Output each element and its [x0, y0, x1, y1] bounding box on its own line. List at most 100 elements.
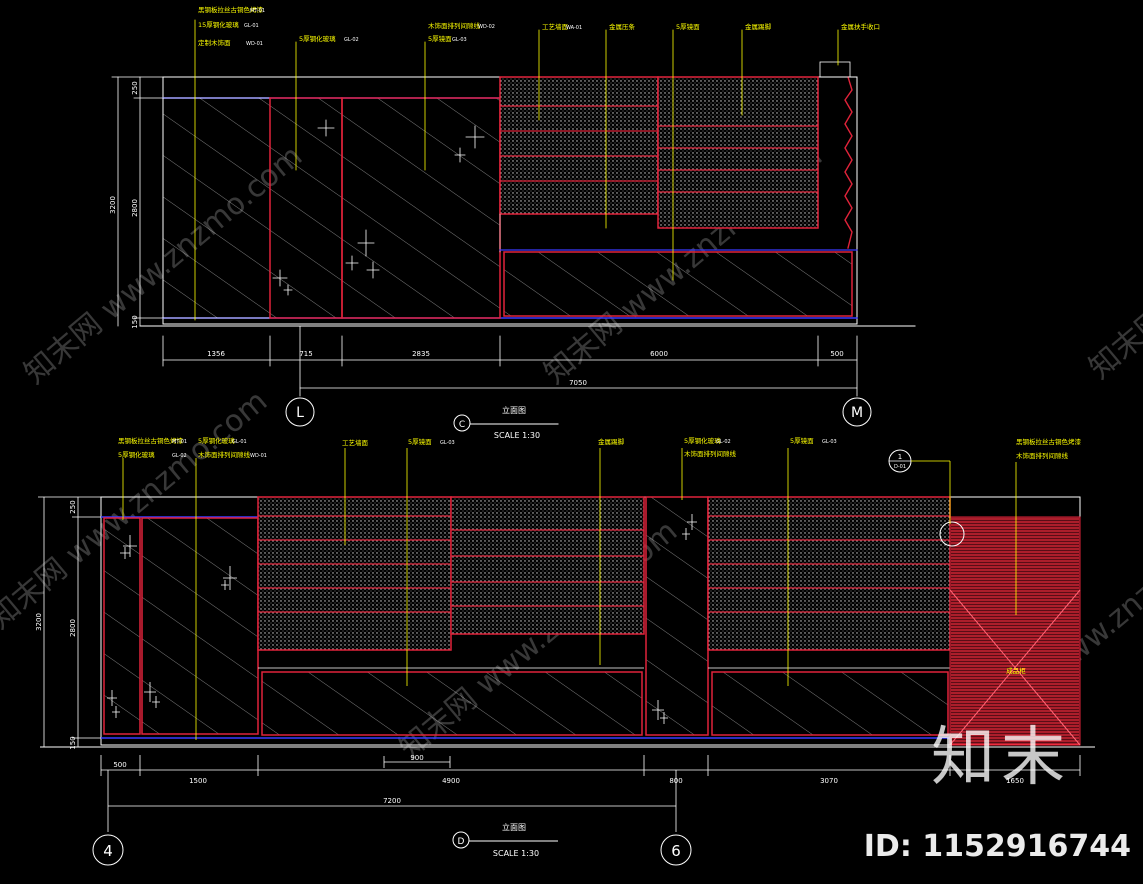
elev-c-wall-edge — [844, 76, 853, 249]
watermark-brand: 知末 — [931, 721, 1071, 795]
elev-d-scale: SCALE 1:30 — [493, 849, 539, 858]
callout-d-6: 5厚镜面 — [408, 437, 432, 446]
dim-d-overall: 7200 — [383, 797, 401, 805]
tag-d-1: MT-01 — [172, 439, 187, 445]
callout-d-11: 黑钢板拉丝古铜色烤漆 — [1016, 437, 1082, 446]
callout-d-1: 黑钢板拉丝古铜色烤漆 — [118, 436, 184, 445]
elev-d-glass-2 — [141, 517, 259, 735]
elev-d-leaders — [122, 448, 1017, 740]
elev-d-sparkles — [107, 514, 697, 724]
elev-c-door — [269, 97, 343, 319]
elev-c-craft-wall-right — [657, 76, 819, 229]
callout-c-9: 5厚镜面 — [676, 22, 700, 31]
vdim-d-total: 3200 — [35, 613, 43, 631]
callout-d-3: 5厚钢化玻璃 — [198, 436, 235, 445]
elev-d-craft-wall-mid — [450, 496, 645, 635]
elev-c-scale: SCALE 1:30 — [494, 431, 540, 440]
elev-d-craft-wall-right — [707, 496, 951, 651]
elev-c-lower-cabinet — [503, 251, 853, 317]
elev-c-leaders — [194, 19, 839, 321]
grid-bubble-4 — [92, 834, 124, 866]
grid-bubble-l — [285, 397, 315, 427]
vdim-d-1: 250 — [69, 500, 77, 513]
vdim-c-1: 250 — [131, 81, 139, 94]
elev-c-callout-tags: MT-01 GL-01 WD-01 GL-02 WD-02 GL-03 WA-0… — [244, 8, 582, 47]
grid-label-l: L — [296, 405, 304, 421]
elev-d-craft-wall-left — [257, 496, 452, 651]
elev-d-strips — [258, 515, 950, 613]
watermark-id: ID: 1152916744 — [863, 829, 1131, 864]
dim-d-6: 1650 — [1006, 777, 1024, 785]
vdim-c-2: 2800 — [131, 199, 139, 217]
callout-d-10: 5厚镜面 — [790, 436, 814, 445]
tag-c-1: MT-01 — [250, 8, 265, 14]
elevation-d — [38, 448, 1095, 866]
dim-d-2: 1500 — [189, 777, 207, 785]
elev-d-title-bubble — [452, 831, 470, 849]
elev-c-craft-wall-left — [499, 76, 659, 215]
detail-callout-circle — [939, 521, 965, 547]
callout-c-3: 定制木饰面 — [198, 38, 231, 47]
elev-c-labels: L M C 立面图 SCALE 1:30 — [296, 405, 863, 440]
grid-label-m: M — [851, 405, 863, 421]
dim-c-5: 500 — [830, 350, 843, 358]
callout-c-10: 金属踢脚 — [745, 22, 772, 31]
callout-c-1: 黑钢板拉丝古铜色烤漆 — [198, 5, 264, 14]
elev-d-title-letter: D — [458, 837, 465, 847]
elev-c-glass-2 — [341, 97, 501, 319]
elev-c-title: 立面图 — [502, 405, 526, 415]
callout-d-12: 木饰面排列间隙线 — [1016, 451, 1069, 460]
elev-c-strips — [499, 105, 819, 193]
tag-d-3: GL-01 — [232, 439, 247, 445]
tag-d-8: GL-02 — [716, 439, 731, 445]
tag-d-4: WD-01 — [250, 453, 267, 459]
callout-d-2: 5厚钢化玻璃 — [118, 450, 155, 459]
dim-d-sub: 900 — [410, 754, 423, 762]
dim-d-3: 4900 — [442, 777, 460, 785]
elev-d-lower-cabinet-2 — [711, 671, 949, 736]
callout-c-5: 木饰面排列间隙线 — [428, 21, 481, 30]
grid-bubble-m — [842, 397, 872, 427]
tag-c-6: GL-03 — [452, 37, 467, 43]
watermark-diagonal-6: 知末网 www.znzmo.com — [1083, 134, 1143, 386]
callout-c-7: 工艺墙面 — [542, 22, 569, 31]
dim-d-5: 3070 — [820, 777, 838, 785]
elev-c-glass-1 — [162, 97, 271, 319]
elev-c-sparkles — [272, 119, 485, 296]
tag-c-4: GL-02 — [344, 37, 359, 43]
callout-c-11: 金属扶手收口 — [841, 22, 880, 31]
elev-d-callout-texts: 黑钢板拉丝古铜色烤漆 5厚钢化玻璃 5厚钢化玻璃 木饰面排列间隙线 工艺墙面 5… — [118, 436, 1082, 460]
elev-d-title: 立面图 — [502, 822, 526, 832]
elev-c-callout-texts: 黑钢板拉丝古铜色烤漆 15厚钢化玻璃 定制木饰面 5厚钢化玻璃 木饰面排列间隙线… — [198, 5, 880, 47]
callout-c-4: 5厚钢化玻璃 — [299, 34, 336, 43]
elev-d-dims-text: 500 1500 4900 800 3070 1650 900 7200 — [113, 754, 1024, 805]
callout-c-6: 5厚镜面 — [428, 34, 452, 43]
tag-c-5: WD-02 — [478, 24, 495, 30]
tag-d-10: GL-03 — [822, 439, 837, 445]
dim-c-2: 715 — [299, 350, 312, 358]
grid-bubble-6 — [660, 834, 692, 866]
elev-d-vdims-text: 250 2800 150 3200 — [35, 500, 77, 749]
elev-d-labels: 4 6 D 立面图 SCALE 1:30 1 D-01 成品柜 — [103, 453, 1026, 860]
callout-d-5: 工艺墙面 — [342, 438, 369, 447]
grid-label-6: 6 — [671, 842, 681, 860]
elev-c-vdims-text: 250 2800 150 3200 — [109, 81, 139, 328]
tag-d-6: GL-03 — [440, 440, 455, 446]
callout-d-7: 金属踢脚 — [598, 437, 625, 446]
elev-d-glass-1 — [103, 517, 141, 735]
vdim-d-2: 2800 — [69, 619, 77, 637]
tag-c-7: WA-01 — [566, 25, 582, 31]
dim-c-4: 6000 — [650, 350, 668, 358]
callout-d-8: 5厚钢化玻璃 — [684, 436, 721, 445]
detail-marker-num: 1 — [898, 453, 902, 461]
tag-c-3: WD-01 — [246, 41, 263, 47]
tag-d-2: GL-02 — [172, 453, 187, 459]
vdim-d-3: 150 — [69, 736, 77, 749]
vdim-c-total: 3200 — [109, 196, 117, 214]
vdim-c-3: 150 — [131, 315, 139, 328]
center-label: 成品柜 — [1006, 666, 1026, 675]
elevation-c — [111, 19, 916, 432]
dim-d-1: 500 — [113, 761, 126, 769]
elev-d-door — [645, 496, 709, 736]
